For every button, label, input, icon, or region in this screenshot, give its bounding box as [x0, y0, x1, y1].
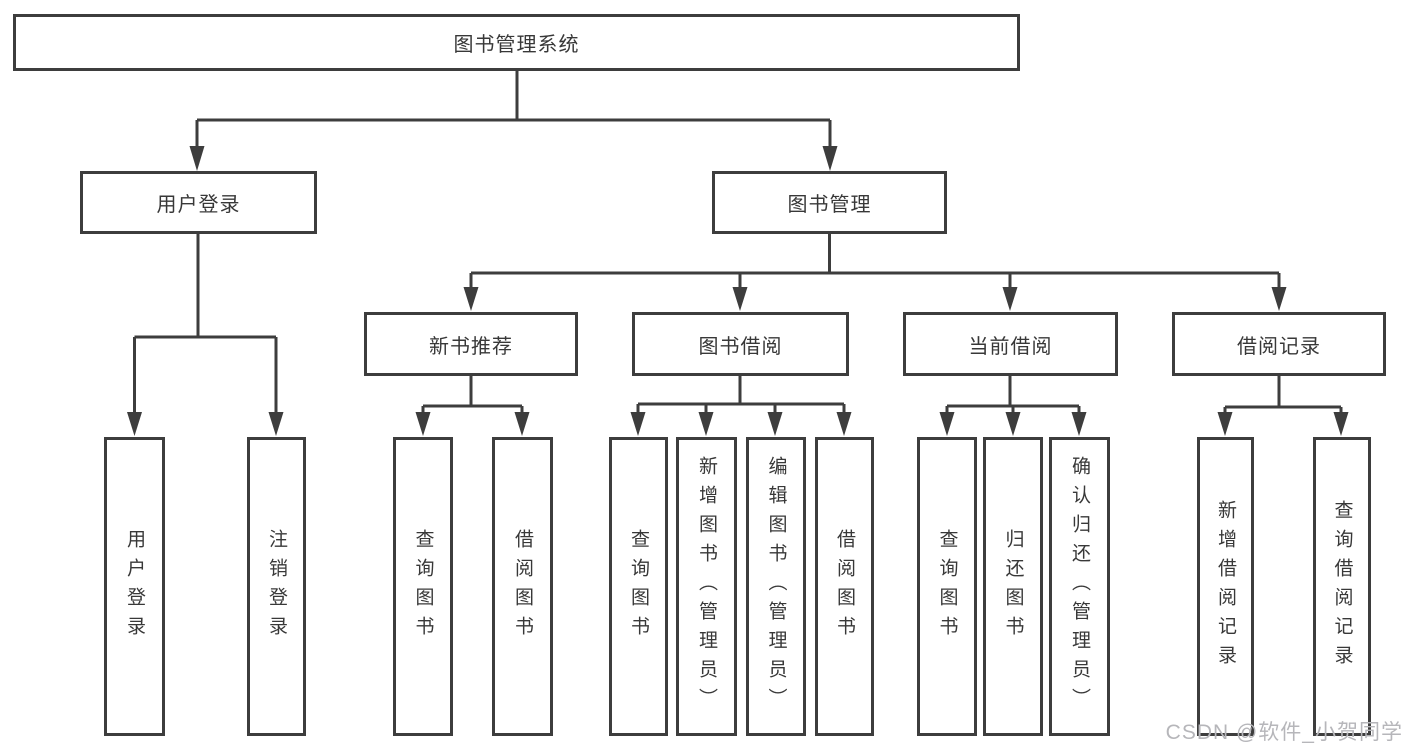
watermark-text: CSDN @软件_小贺同学: [1165, 721, 1403, 744]
leaf-add-borrow-record: 新增借阅记录: [1197, 437, 1254, 736]
leaf-query-book-current: 查询图书: [917, 437, 977, 736]
leaf-query-borrow-record-label: 查询借阅记录: [1331, 499, 1353, 674]
leaf-query-book-recommend: 查询图书: [393, 437, 453, 736]
node-current-borrow-label: 当前借阅: [968, 335, 1053, 358]
leaf-return-book-label: 归还图书: [1002, 528, 1024, 645]
leaf-query-book-borrow: 查询图书: [609, 437, 668, 736]
leaf-borrow-book-recommend: 借阅图书: [492, 437, 553, 736]
node-root-label: 图书管理系统: [453, 34, 580, 56]
leaf-query-book-borrow-label: 查询图书: [628, 528, 649, 645]
node-book-management: 图书管理: [712, 171, 947, 234]
leaf-borrow-book: 借阅图书: [815, 437, 874, 736]
leaf-borrow-book-label: 借阅图书: [834, 528, 855, 645]
leaf-user-login-label: 用户登录: [124, 528, 145, 645]
leaf-query-book-current-label: 查询图书: [936, 528, 958, 645]
node-root-system: 图书管理系统: [13, 14, 1020, 71]
leaf-query-book-recommend-label: 查询图书: [412, 528, 434, 645]
leaf-borrow-book-recommend-label: 借阅图书: [512, 528, 533, 645]
leaf-edit-book-admin-label: 编辑图书（管理员）: [765, 456, 787, 717]
leaf-confirm-return-admin-label: 确认归还（管理员）: [1069, 456, 1090, 717]
leaf-edit-book-admin: 编辑图书（管理员）: [746, 437, 806, 736]
node-user-login: 用户登录: [80, 171, 317, 234]
node-user-login-label: 用户登录: [156, 194, 241, 216]
leaf-logout-label: 注销登录: [266, 528, 287, 645]
leaf-query-borrow-record: 查询借阅记录: [1313, 437, 1371, 736]
leaf-add-book-admin: 新增图书（管理员）: [676, 437, 737, 736]
leaf-user-login: 用户登录: [104, 437, 165, 736]
leaf-add-borrow-record-label: 新增借阅记录: [1215, 499, 1236, 674]
node-new-book-recommend: 新书推荐: [364, 312, 578, 376]
node-book-borrow: 图书借阅: [632, 312, 849, 376]
node-borrow-records-label: 借阅记录: [1237, 335, 1321, 358]
node-borrow-records: 借阅记录: [1172, 312, 1386, 376]
node-book-management-label: 图书管理: [787, 194, 872, 216]
node-new-book-recommend-label: 新书推荐: [429, 335, 513, 358]
leaf-confirm-return-admin: 确认归还（管理员）: [1049, 437, 1110, 736]
leaf-add-book-admin-label: 新增图书（管理员）: [696, 456, 717, 717]
leaf-logout: 注销登录: [247, 437, 306, 736]
node-current-borrow: 当前借阅: [903, 312, 1118, 376]
node-book-borrow-label: 图书借阅: [698, 335, 783, 358]
leaf-return-book: 归还图书: [983, 437, 1043, 736]
